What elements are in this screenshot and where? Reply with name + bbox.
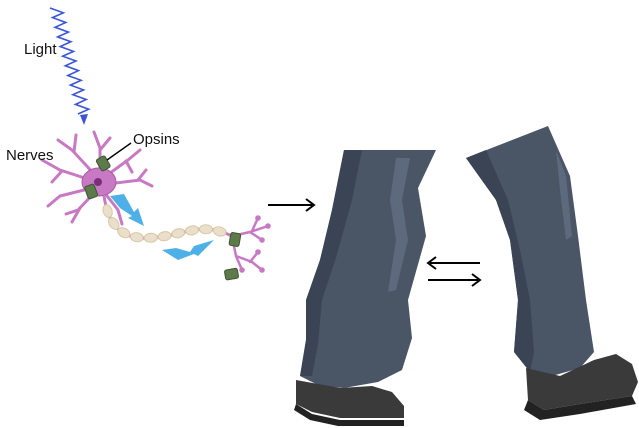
terminal-bulb: [255, 249, 261, 255]
myelin-segment: [199, 225, 212, 234]
myelin-segment: [171, 227, 186, 239]
terminal-bulb: [255, 215, 261, 221]
light-wave-icon: [50, 8, 89, 125]
nerves-label: Nerves: [6, 147, 54, 164]
terminal-bulb: [259, 267, 265, 273]
bidirectional-arrow-icon: [428, 257, 480, 286]
lightning-bolt-icon: [110, 194, 214, 260]
terminal-bulb: [259, 237, 265, 243]
terminal-bulb: [265, 223, 271, 229]
terminal-bulb: [239, 267, 245, 273]
myelin-segment: [185, 225, 199, 236]
opsins-pointer: [107, 143, 131, 160]
myelin-segment: [101, 203, 114, 218]
right-arrow-icon: [268, 199, 314, 211]
myelin-segment: [157, 231, 171, 242]
myelin-segment: [212, 225, 227, 237]
opsins-label: Opsins: [133, 131, 180, 148]
myelin-segment: [144, 233, 158, 243]
light-label: Light: [24, 41, 57, 58]
myelin-segment: [130, 232, 144, 243]
legs-icon: [294, 126, 638, 426]
neuron-icon: [42, 132, 271, 273]
